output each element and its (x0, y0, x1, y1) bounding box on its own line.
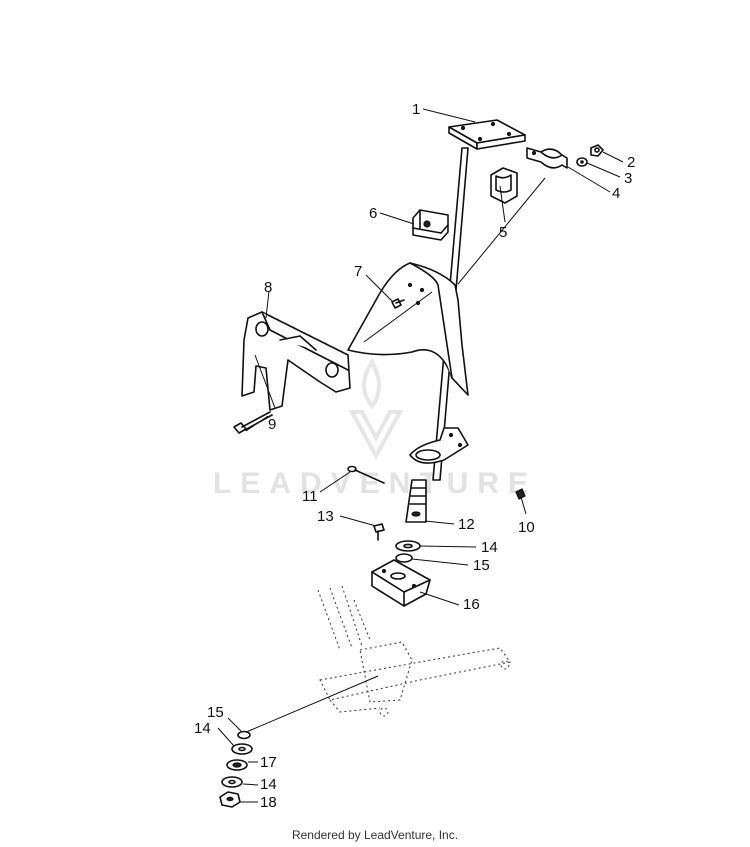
callout-10: 10 (518, 519, 535, 536)
part-15-ring-lower (237, 730, 251, 740)
callout-9: 9 (268, 416, 276, 433)
callout-15-upper: 15 (473, 557, 490, 574)
callout-7: 7 (354, 263, 362, 280)
part-11-cotter-pin (347, 465, 385, 484)
part-1-seat-plate (448, 119, 526, 150)
watermark-text: LEADVENTURE (213, 467, 537, 500)
leader-lower-stack (243, 675, 379, 734)
callout-16: 16 (463, 596, 480, 613)
part-8-bracket (241, 311, 351, 411)
part-13-pin (373, 523, 385, 541)
callout-13: 13 (317, 508, 334, 525)
callout-labels: 1 2 3 4 5 6 7 8 9 10 11 12 13 14 15 16 1… (194, 101, 635, 811)
frame-ghost (317, 585, 511, 717)
callout-17: 17 (260, 754, 277, 771)
part-16-pivot-block (371, 559, 431, 607)
callout-14-upper: 14 (481, 539, 498, 556)
callout-5: 5 (499, 224, 507, 241)
callout-14-lower-a: 14 (194, 720, 211, 737)
callout-3: 3 (624, 170, 632, 187)
steering-plate (409, 427, 469, 464)
part-17-lock-washer (226, 759, 248, 771)
callout-14-lower-b: 14 (260, 776, 277, 793)
callout-8: 8 (264, 279, 272, 296)
part-12-shaft-end (405, 479, 427, 523)
callout-4: 4 (612, 185, 620, 202)
part-3-washer (576, 157, 588, 167)
part-7-screw (391, 298, 405, 309)
part-10-fitting (515, 488, 526, 500)
callout-1: 1 (412, 101, 420, 118)
callout-18: 18 (260, 794, 277, 811)
part-4-clamp (526, 147, 568, 169)
callout-6: 6 (369, 205, 377, 222)
callout-11: 11 (302, 488, 318, 505)
callout-12: 12 (458, 516, 475, 533)
callout-15-lower: 15 (207, 704, 224, 721)
watermark-logo (348, 358, 404, 461)
part-14-washer-lower-a (231, 743, 253, 755)
callout-2: 2 (627, 154, 635, 171)
part-9-bolt (233, 411, 273, 434)
part-6-bushing-block (412, 209, 449, 241)
part-5-bushing (490, 167, 518, 204)
part-18-castle-nut (219, 791, 241, 808)
part-14-washer-upper (395, 540, 421, 552)
part-15-ring-upper (395, 553, 413, 563)
leader-lines (217, 108, 624, 803)
part-14-washer-lower-b (221, 776, 243, 788)
footer-credit: Rendered by LeadVenture, Inc. (291, 828, 459, 842)
part-2-nut (590, 144, 604, 157)
